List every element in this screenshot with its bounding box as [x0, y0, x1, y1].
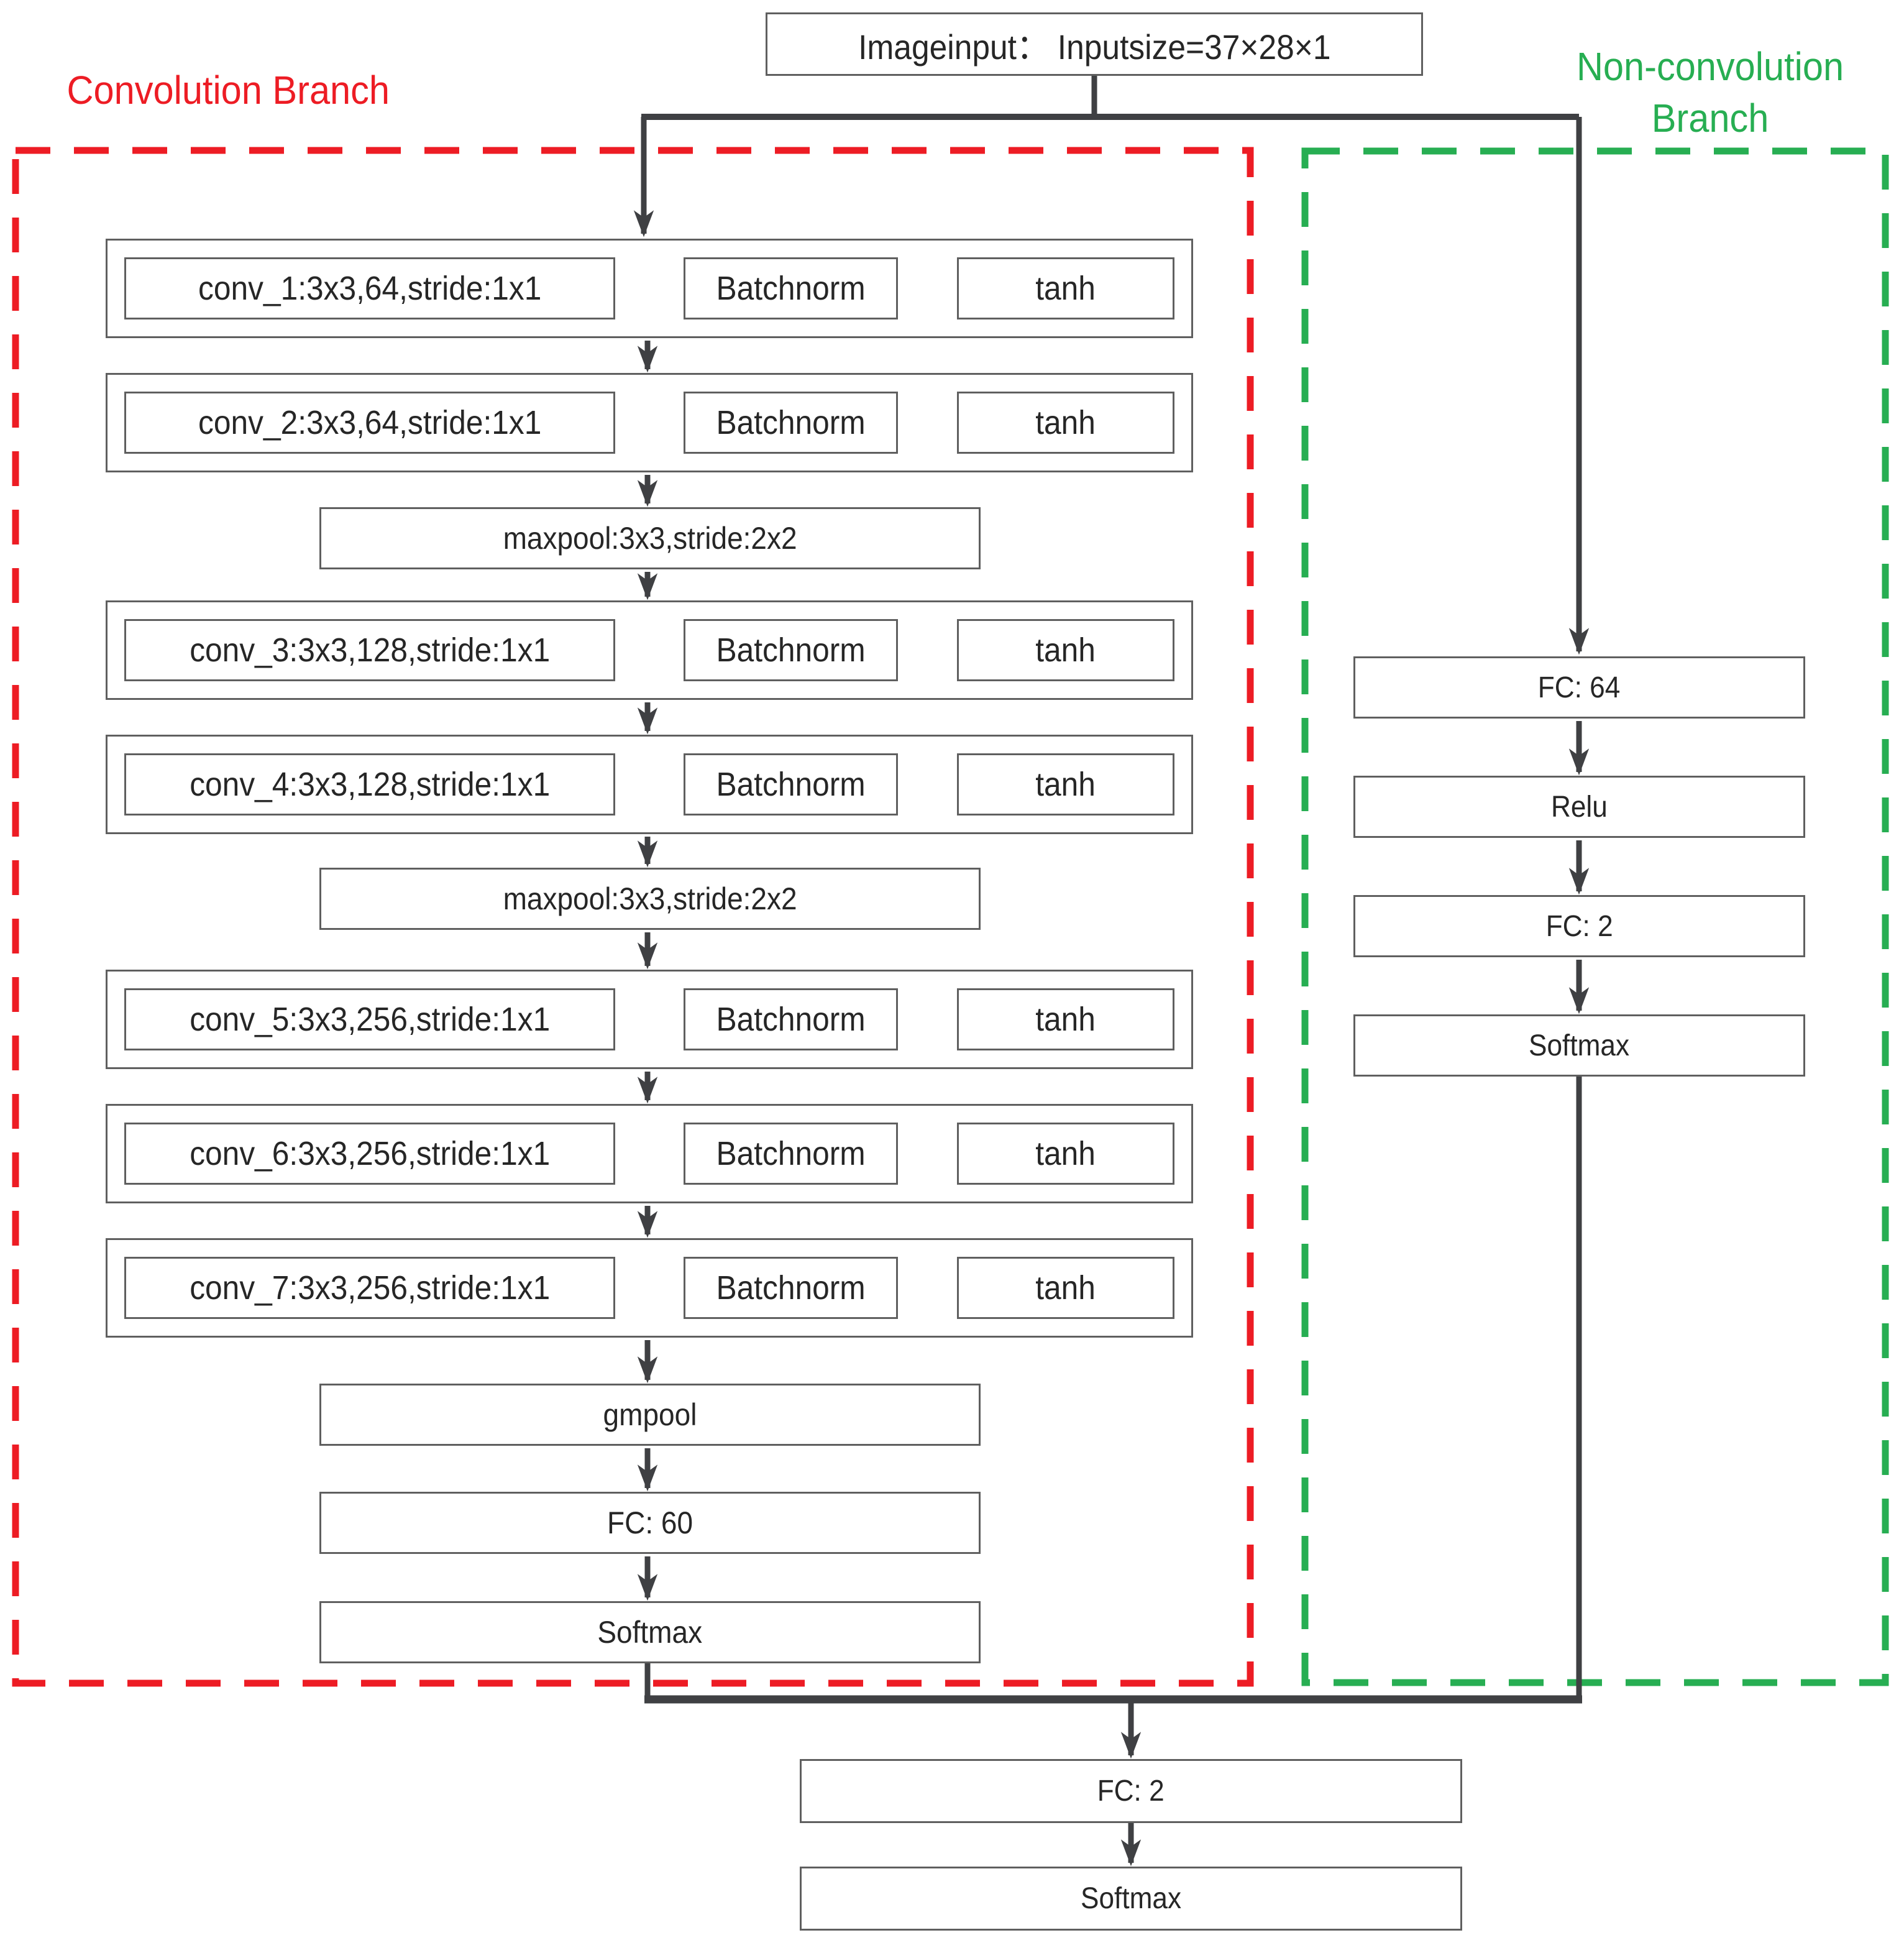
tanh-5-label: tanh	[1035, 1001, 1096, 1038]
batchnorm-4-box: Batchnorm	[684, 753, 898, 815]
conv-fc60-box: FC: 60	[319, 1492, 981, 1554]
batchnorm-3-label: Batchnorm	[716, 632, 866, 669]
tanh-1-box: tanh	[957, 257, 1174, 319]
nonconv-fc2-label: FC: 2	[1545, 909, 1613, 943]
image-input-box: Imageinput： Inputsize=37×28×1	[766, 12, 1423, 76]
nonconv-softmax-box: Softmax	[1353, 1014, 1805, 1077]
batchnorm-7-label: Batchnorm	[716, 1269, 866, 1307]
nonconv-relu-box: Relu	[1353, 776, 1805, 838]
maxpool-1-label: maxpool:3x3,stride:2x2	[503, 521, 797, 556]
conv-2-label: conv_2:3x3,64,stride:1x1	[198, 404, 542, 441]
tanh-6-label: tanh	[1035, 1135, 1096, 1172]
conv-softmax-label: Softmax	[597, 1615, 703, 1650]
batchnorm-5-label: Batchnorm	[716, 1001, 866, 1038]
tanh-2-label: tanh	[1035, 404, 1096, 441]
tanh-5-box: tanh	[957, 988, 1174, 1050]
gmpool-label: gmpool	[603, 1397, 697, 1432]
tanh-7-box: tanh	[957, 1257, 1174, 1319]
conv-4-label: conv_4:3x3,128,stride:1x1	[189, 766, 550, 803]
nonconv-fc2-box: FC: 2	[1353, 895, 1805, 957]
conv-1-label: conv_1:3x3,64,stride:1x1	[198, 270, 542, 307]
batchnorm-6-label: Batchnorm	[716, 1135, 866, 1172]
tanh-2-box: tanh	[957, 392, 1174, 454]
batchnorm-2-label: Batchnorm	[716, 404, 866, 441]
conv-softmax-box: Softmax	[319, 1601, 981, 1663]
nonconv-fc64-label: FC: 64	[1538, 671, 1621, 704]
batchnorm-5-box: Batchnorm	[684, 988, 898, 1050]
maxpool-1-box: maxpool:3x3,stride:2x2	[319, 507, 981, 569]
nonconv-softmax-label: Softmax	[1529, 1029, 1630, 1062]
nonconv-relu-label: Relu	[1551, 790, 1608, 824]
tanh-4-box: tanh	[957, 753, 1174, 815]
merge-fc2-label: FC: 2	[1097, 1775, 1165, 1808]
gmpool-box: gmpool	[319, 1384, 981, 1446]
nonconv-fc64-box: FC: 64	[1353, 656, 1805, 719]
image-input-label: Imageinput： Inputsize=37×28×1	[858, 27, 1331, 67]
tanh-1-label: tanh	[1035, 270, 1096, 307]
merge-fc2-box: FC: 2	[800, 1759, 1462, 1823]
conv-3-box: conv_3:3x3,128,stride:1x1	[124, 619, 615, 681]
convolution-branch-label: Convolution Branch	[66, 68, 390, 113]
non-convolution-branch-frame	[1301, 147, 1889, 1686]
conv-6-label: conv_6:3x3,256,stride:1x1	[189, 1135, 550, 1172]
maxpool-2-label: maxpool:3x3,stride:2x2	[503, 881, 797, 916]
maxpool-2-box: maxpool:3x3,stride:2x2	[319, 868, 981, 930]
conv-7-box: conv_7:3x3,256,stride:1x1	[124, 1257, 615, 1319]
merge-softmax-box: Softmax	[800, 1867, 1462, 1931]
conv-1-box: conv_1:3x3,64,stride:1x1	[124, 257, 615, 319]
tanh-4-label: tanh	[1035, 766, 1096, 803]
tanh-6-box: tanh	[957, 1123, 1174, 1185]
batchnorm-1-label: Batchnorm	[716, 270, 866, 307]
conv-7-label: conv_7:3x3,256,stride:1x1	[189, 1269, 550, 1307]
batchnorm-2-box: Batchnorm	[684, 392, 898, 454]
batchnorm-4-label: Batchnorm	[716, 766, 866, 803]
conv-2-box: conv_2:3x3,64,stride:1x1	[124, 392, 615, 454]
convolution-branch-frame	[12, 147, 1254, 1687]
tanh-3-box: tanh	[957, 619, 1174, 681]
conv-fc60-label: FC: 60	[606, 1505, 693, 1540]
conv-4-box: conv_4:3x3,128,stride:1x1	[124, 753, 615, 815]
merge-softmax-label: Softmax	[1081, 1882, 1181, 1915]
conv-5-box: conv_5:3x3,256,stride:1x1	[124, 988, 615, 1050]
tanh-3-label: tanh	[1035, 632, 1096, 669]
conv-5-label: conv_5:3x3,256,stride:1x1	[189, 1001, 550, 1038]
tanh-7-label: tanh	[1035, 1269, 1096, 1307]
non-convolution-branch-label: Non-convolution Branch	[1576, 44, 1844, 141]
batchnorm-1-box: Batchnorm	[684, 257, 898, 319]
batchnorm-6-box: Batchnorm	[684, 1123, 898, 1185]
conv-6-box: conv_6:3x3,256,stride:1x1	[124, 1123, 615, 1185]
batchnorm-7-box: Batchnorm	[684, 1257, 898, 1319]
batchnorm-3-box: Batchnorm	[684, 619, 898, 681]
conv-3-label: conv_3:3x3,128,stride:1x1	[189, 632, 550, 669]
